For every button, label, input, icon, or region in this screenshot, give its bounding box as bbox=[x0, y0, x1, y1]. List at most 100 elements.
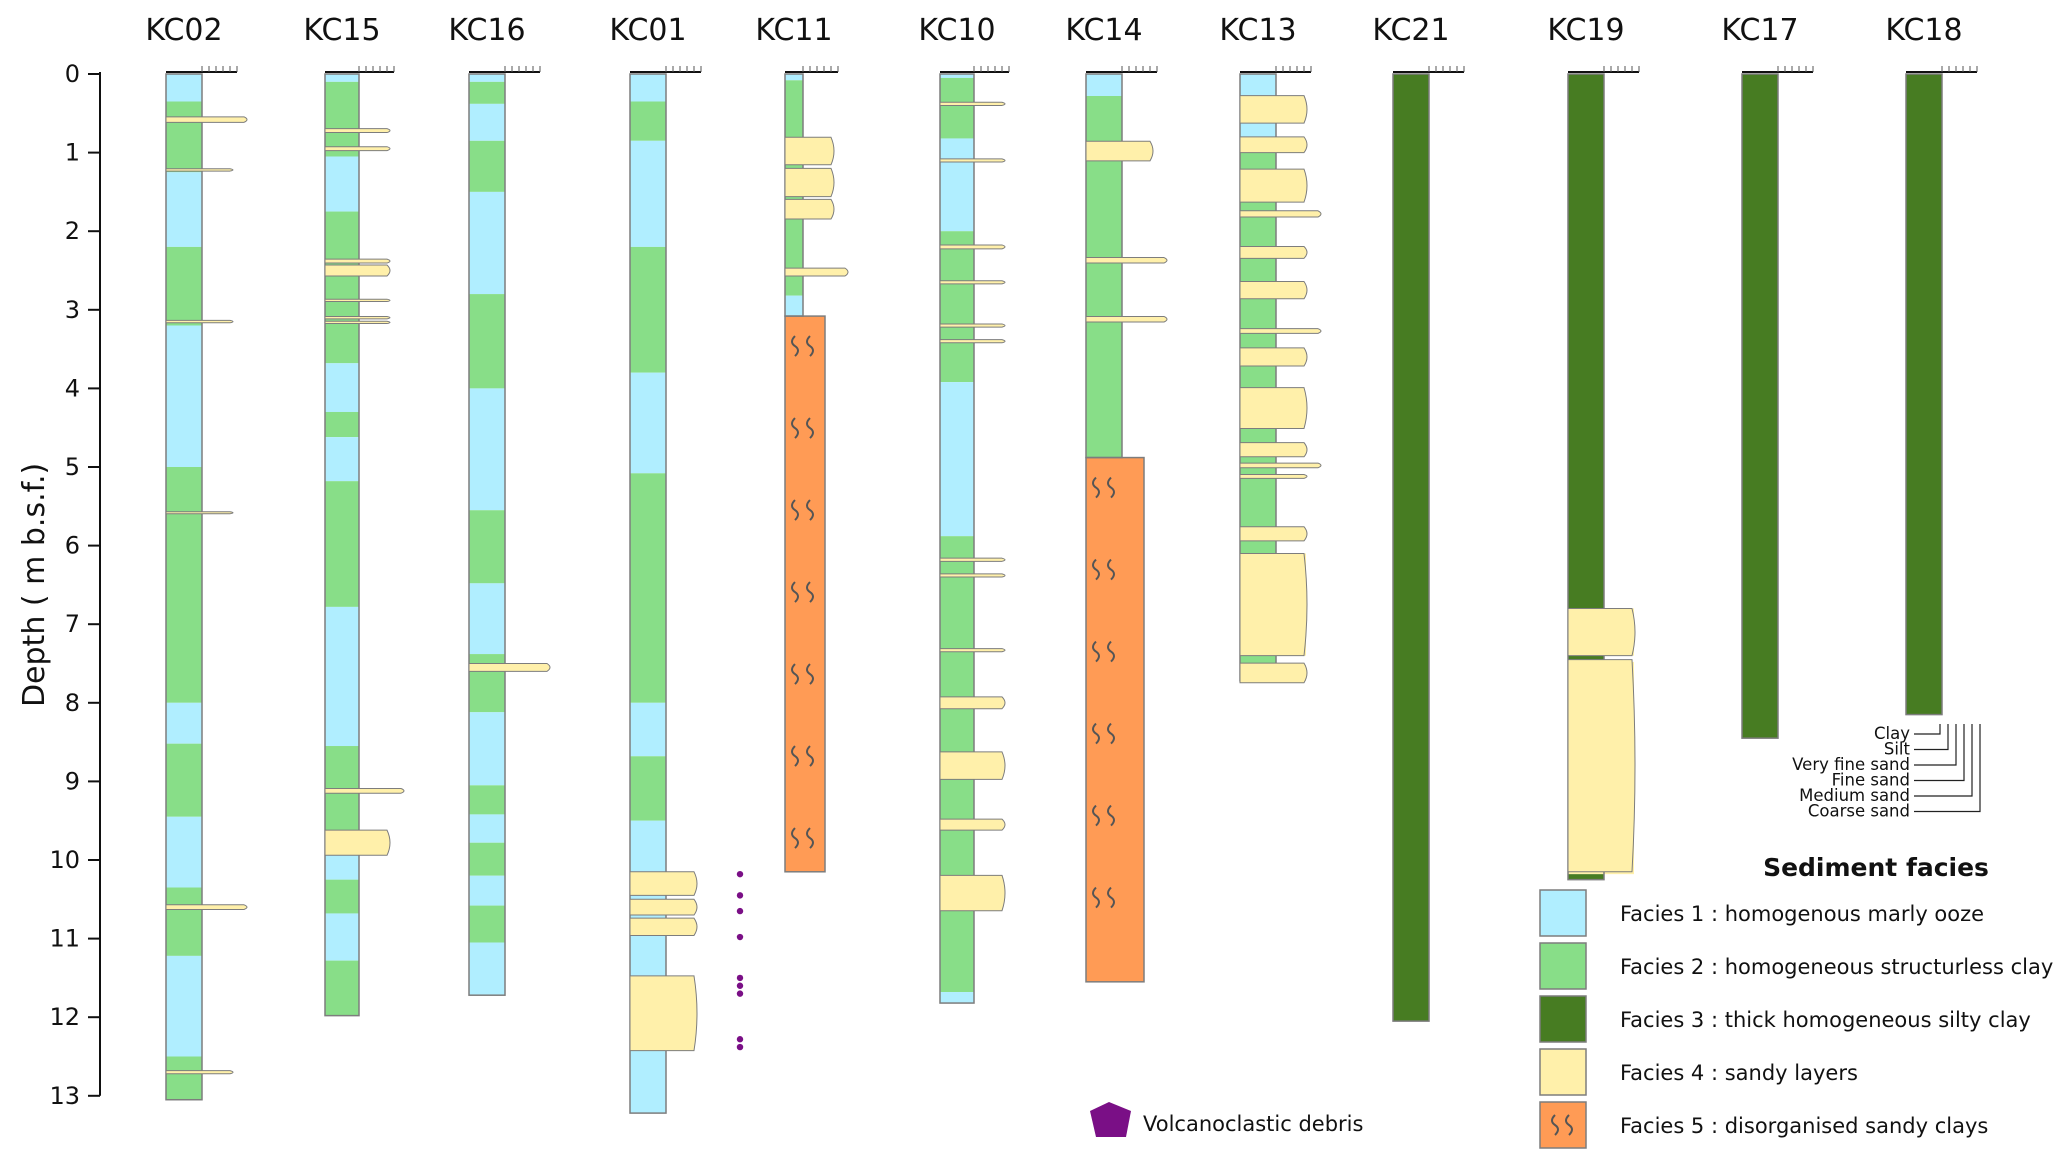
legend-label: Facies 3 : thick homogeneous silty clay bbox=[1620, 1008, 2031, 1032]
volcanoclastic-debris-dot bbox=[736, 1036, 744, 1043]
core-kc15: KC15 bbox=[303, 13, 405, 1017]
facies-2-interval bbox=[940, 231, 974, 383]
facies-1-interval bbox=[469, 942, 505, 996]
facies-1-interval bbox=[325, 913, 359, 961]
core-outline bbox=[1741, 73, 1779, 739]
grain-size-leader bbox=[1914, 724, 1949, 751]
facies-1-interval bbox=[166, 955, 202, 1057]
facies-2-interval bbox=[469, 510, 505, 584]
facies-1-interval bbox=[630, 140, 666, 247]
volcanoclastic-debris-dot bbox=[736, 907, 744, 915]
disorganised-symbol bbox=[1092, 476, 1115, 499]
core-kc16: KC16 bbox=[448, 13, 551, 996]
depth-tick-label: 9 bbox=[65, 767, 80, 795]
disorganised-symbol bbox=[1092, 640, 1115, 663]
sandy-layer bbox=[784, 198, 835, 220]
facies-2-interval bbox=[166, 743, 202, 817]
sandy-layer bbox=[165, 168, 234, 172]
sandy-layer bbox=[939, 280, 1006, 285]
depth-axis-title: Depth ( m b.s.f.) bbox=[17, 463, 52, 707]
facies-1-interval bbox=[166, 325, 202, 467]
facies-2-interval bbox=[325, 211, 359, 364]
facies-1-interval bbox=[325, 363, 359, 412]
depth-tick-label: 7 bbox=[65, 610, 80, 638]
facies-2-interval bbox=[469, 905, 505, 943]
sandy-layer bbox=[1239, 442, 1308, 458]
grain-size-leader bbox=[1914, 724, 1973, 797]
grain-size-leader bbox=[1914, 724, 1941, 735]
sandy-layer bbox=[165, 116, 248, 123]
sandy-layer bbox=[324, 146, 391, 152]
core-name-label: KC10 bbox=[918, 13, 995, 48]
facies-1-interval bbox=[940, 992, 974, 1004]
facies-2-interval bbox=[1240, 136, 1276, 554]
disorganised-symbol bbox=[1551, 1114, 1559, 1136]
facies-5-interval bbox=[1085, 456, 1145, 983]
sandy-layer bbox=[165, 904, 248, 911]
sandy-layer bbox=[1239, 281, 1308, 300]
legend-item-facies-4: Facies 4 : sandy layers bbox=[1539, 1048, 1858, 1096]
core-outline bbox=[1905, 73, 1943, 716]
debris-legend-label: Volcanoclastic debris bbox=[1143, 1112, 1363, 1136]
legend-label: Facies 4 : sandy layers bbox=[1620, 1061, 1858, 1085]
sandy-layer bbox=[629, 898, 698, 916]
core-name-label: KC17 bbox=[1721, 13, 1798, 48]
sandy-layer bbox=[1239, 136, 1308, 154]
volcanoclastic-debris-dot bbox=[736, 974, 744, 982]
disorganised-symbol bbox=[791, 745, 814, 767]
legend-swatch bbox=[1539, 889, 1587, 937]
legend-label: Facies 1 : homogenous marly ooze bbox=[1620, 902, 1984, 926]
sandy-layer bbox=[939, 323, 1006, 328]
core-kc19: KC19 bbox=[1547, 13, 1640, 881]
disorganised-symbol bbox=[791, 663, 814, 685]
core-name-label: KC21 bbox=[1372, 13, 1449, 48]
sandy-layer bbox=[1239, 526, 1308, 542]
facies-1-interval bbox=[469, 191, 505, 295]
sandy-layer bbox=[784, 267, 849, 277]
sandy-layer bbox=[1239, 347, 1308, 367]
facies-1-interval bbox=[630, 820, 666, 1114]
sandy-layer bbox=[1085, 257, 1168, 264]
depth-tick-label: 11 bbox=[49, 925, 80, 953]
depth-tick-label: 0 bbox=[65, 60, 80, 88]
facies-2-interval bbox=[325, 960, 359, 1016]
grain-size-label: Silt bbox=[1884, 740, 1911, 759]
sandy-layer bbox=[1239, 462, 1322, 469]
facies-1-interval bbox=[1086, 74, 1122, 97]
sandy-layer bbox=[939, 101, 1006, 106]
core-kc14: KC14 bbox=[1065, 13, 1168, 983]
sandy-layer bbox=[324, 298, 391, 303]
legend-swatch bbox=[1539, 942, 1587, 990]
facies-2-interval bbox=[630, 246, 666, 373]
sandy-layer bbox=[324, 787, 405, 794]
sandy-layer bbox=[468, 663, 551, 672]
sandy-layer bbox=[1239, 95, 1308, 124]
sandy-layer bbox=[1239, 473, 1308, 479]
facies-1-interval bbox=[166, 816, 202, 888]
facies-1-interval bbox=[630, 372, 666, 474]
depth-tick-label: 4 bbox=[65, 374, 80, 402]
core-name-label: KC15 bbox=[303, 13, 380, 48]
facies-1-interval bbox=[785, 295, 803, 317]
core-outline bbox=[629, 73, 667, 1114]
core-kc13: KC13 bbox=[1219, 13, 1322, 684]
core-kc17: KC17 bbox=[1721, 13, 1814, 739]
core-name-label: KC02 bbox=[145, 13, 222, 48]
sandy-layer bbox=[324, 315, 391, 320]
facies-1-interval bbox=[469, 875, 505, 906]
depth-tick-label: 2 bbox=[65, 217, 80, 245]
grain-size-leader bbox=[1914, 724, 1981, 813]
sandy-layer bbox=[629, 871, 698, 896]
facies-2-interval bbox=[325, 411, 359, 438]
sandy-layer bbox=[324, 264, 391, 277]
facies-2-interval bbox=[469, 294, 505, 389]
grain-size-label: Clay bbox=[1874, 724, 1910, 743]
facies-2-interval bbox=[166, 1056, 202, 1100]
facies-2-interval bbox=[166, 467, 202, 703]
core-outline bbox=[324, 73, 360, 1017]
grain-size-leader bbox=[1914, 724, 1957, 766]
facies-2-interval bbox=[166, 101, 202, 173]
